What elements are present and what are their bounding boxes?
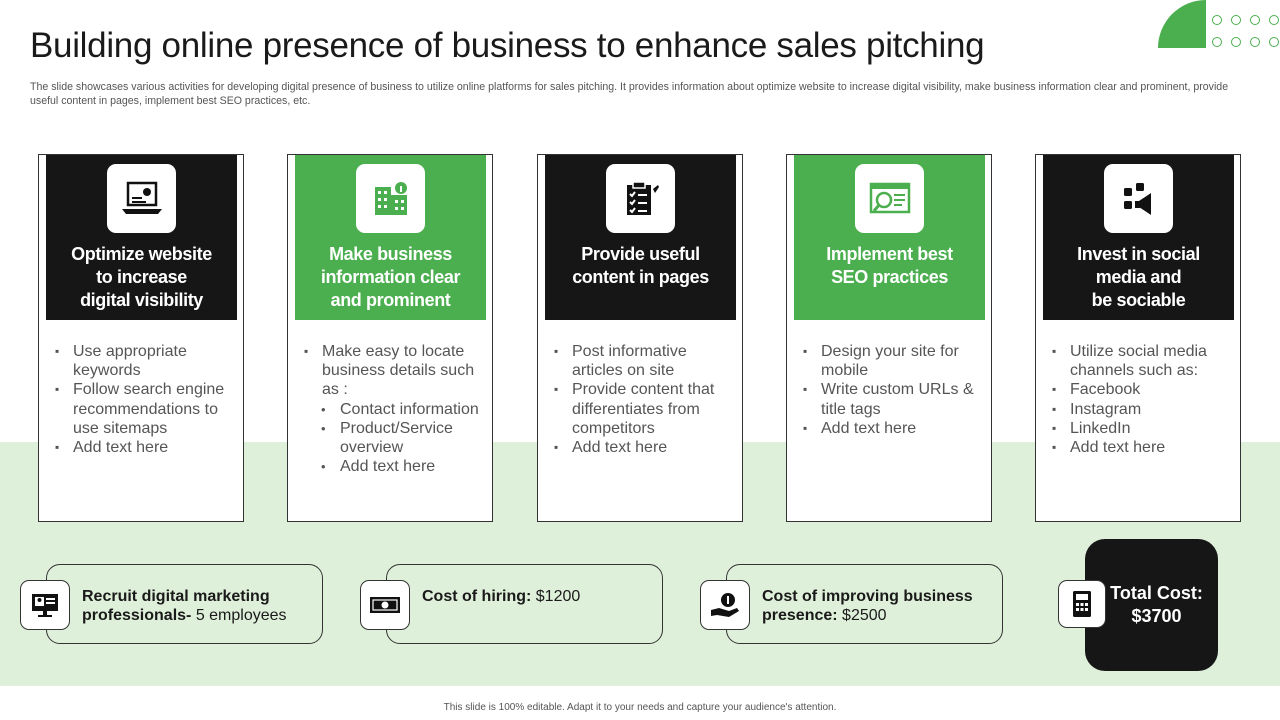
bullet-item: Make easy to locate business details suc… [302, 342, 484, 400]
bullet-item: Provide content that differentiates from… [552, 380, 734, 438]
sub-bullet-item: Add text here [302, 457, 484, 476]
corner-decoration [1158, 0, 1206, 48]
bullet-item: Facebook [1050, 380, 1232, 399]
bullet-item: Add text here [552, 438, 734, 457]
calculator-icon [1058, 580, 1106, 628]
bullet-item: Instagram [1050, 400, 1232, 419]
cost-label: Recruit digital marketing professionals- [82, 588, 270, 624]
card-header: Invest in social media and be sociable [1043, 155, 1234, 320]
card-title: Provide useful content in pages [572, 244, 709, 287]
bullet-item: Follow search engine recommendations to … [53, 380, 235, 438]
recruit-screen-icon [20, 580, 70, 630]
card-business-info: Make business information clear and prom… [287, 154, 493, 522]
card-social-media: Invest in social media and be sociable U… [1035, 154, 1241, 522]
card-title: Optimize website to increase digital vis… [71, 244, 212, 310]
total-cost-label: Total Cost: $3700 [1110, 583, 1203, 626]
card-seo-practices: Implement best SEO practices Design your… [786, 154, 992, 522]
dots-decoration [1212, 15, 1279, 47]
building-info-icon [356, 164, 425, 233]
bullet-item: Use appropriate keywords [53, 342, 235, 380]
cost-pill-hiring [386, 564, 663, 644]
card-bullets: Make easy to locate business details suc… [302, 342, 484, 477]
card-bullets: Design your site for mobile Write custom… [801, 342, 983, 438]
cost-pill-presence [726, 564, 1003, 644]
card-title: Invest in social media and be sociable [1077, 244, 1200, 310]
bullet-item: Add text here [801, 419, 983, 438]
total-cost-box: Total Cost: $3700 [1085, 539, 1218, 671]
slide-title: Building online presence of business to … [30, 26, 985, 65]
bullet-item: Utilize social media channels such as: [1050, 342, 1232, 380]
card-header: Implement best SEO practices [794, 155, 985, 320]
cost-value: $2500 [842, 607, 887, 624]
card-optimize-website: Optimize website to increase digital vis… [38, 154, 244, 522]
card-header: Optimize website to increase digital vis… [46, 155, 237, 320]
card-title: Implement best SEO practices [826, 244, 953, 287]
money-hand-icon [700, 580, 750, 630]
bullet-item: Design your site for mobile [801, 342, 983, 380]
card-title: Make business information clear and prom… [320, 244, 461, 310]
card-bullets: Utilize social media channels such as: F… [1050, 342, 1232, 457]
bullet-item: Write custom URLs & title tags [801, 380, 983, 418]
cost-label: Cost of improving business presence: [762, 588, 973, 624]
cash-icon [360, 580, 410, 630]
cost-label: Cost of hiring: [422, 588, 532, 605]
sub-bullet-item: Product/Service overview [302, 419, 484, 457]
bullet-item: Add text here [1050, 438, 1232, 457]
laptop-gear-icon [107, 164, 176, 233]
card-bullets: Post informative articles on site Provid… [552, 342, 734, 457]
slide-footer: This slide is 100% editable. Adapt it to… [443, 702, 837, 713]
cost-text-recruit: Recruit digital marketing professionals-… [82, 587, 318, 625]
card-bullets: Use appropriate keywords Follow search e… [53, 342, 235, 457]
clipboard-checklist-icon [606, 164, 675, 233]
bullet-item: LinkedIn [1050, 419, 1232, 438]
seo-search-icon [855, 164, 924, 233]
bullet-item: Post informative articles on site [552, 342, 734, 380]
card-header: Make business information clear and prom… [295, 155, 486, 320]
bullet-item: Add text here [53, 438, 235, 457]
cost-pill-recruit [46, 564, 323, 644]
slide-subtitle: The slide showcases various activities f… [30, 81, 1229, 107]
social-megaphone-icon [1104, 164, 1173, 233]
cost-value: 5 employees [195, 607, 287, 624]
card-header: Provide useful content in pages [545, 155, 736, 320]
cost-value: $1200 [535, 588, 581, 605]
cost-text-hiring: Cost of hiring: $1200 [422, 587, 652, 606]
cost-text-presence: Cost of improving business presence: $25… [762, 587, 998, 625]
sub-bullet-item: Contact information [302, 400, 484, 419]
card-useful-content: Provide useful content in pages Post inf… [537, 154, 743, 522]
